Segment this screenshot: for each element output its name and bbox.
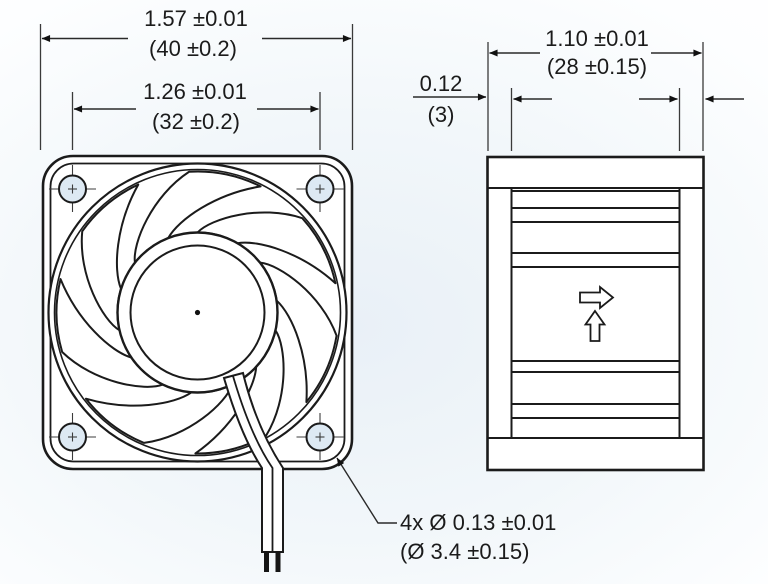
side-hub-band <box>510 266 681 362</box>
mounting-hole-bottom-left <box>49 413 96 460</box>
dim-overall-width-inch-label: 1.57 ±0.01 <box>144 6 248 31</box>
airflow-direction-arrow-icon <box>583 309 607 342</box>
mounting-hole-top-right <box>296 165 344 212</box>
cable-outline <box>222 371 284 553</box>
fan-hub-center-dot <box>194 309 201 316</box>
fan-venturi-inner-ring <box>53 168 342 457</box>
mounting-hole-bottom-right <box>296 413 344 460</box>
mounting-holes <box>49 165 344 460</box>
dim-overall-width-mm-label: (40 ±0.2) <box>149 36 237 61</box>
dim-hole-spacing-mm-label: (32 ±0.2) <box>152 109 240 134</box>
dim-flange-mm-label: (3) <box>428 102 455 127</box>
hole-callout-leader-arrow <box>336 457 397 524</box>
front-view <box>41 154 354 572</box>
side-top-blade-band <box>510 190 681 254</box>
cable-divider <box>232 375 274 552</box>
hole-callout-inch-label: 4x Ø 0.13 ±0.01 <box>400 510 556 535</box>
dim-depth: 1.10 ±0.01 (28 ±0.15) <box>487 26 704 151</box>
mounting-hole-top-left <box>49 165 96 212</box>
wire-tip <box>275 551 281 572</box>
dim-overall-width: 1.57 ±0.01 (40 ±0.2) <box>39 6 354 150</box>
dim-hole-spacing: 1.26 ±0.01 (32 ±0.2) <box>71 79 321 150</box>
dim-depth-inch-label: 1.10 ±0.01 <box>545 26 649 51</box>
side-bottom-blade-band <box>510 371 681 439</box>
wire-tip <box>264 551 269 572</box>
side-view <box>486 155 705 472</box>
hole-callout: 4x Ø 0.13 ±0.01 (Ø 3.4 ±0.15) <box>336 457 556 564</box>
dim-flange-inch-label: 0.12 <box>420 71 463 96</box>
rotation-direction-arrow-icon <box>579 285 615 310</box>
power-cable <box>222 371 284 572</box>
dim-depth-mm-label: (28 ±0.15) <box>547 54 647 79</box>
dim-hole-spacing-inch-label: 1.26 ±0.01 <box>143 79 247 104</box>
hole-callout-mm-label: (Ø 3.4 ±0.15) <box>400 539 529 564</box>
dim-flange-thickness: 0.12 (3) <box>413 71 744 151</box>
